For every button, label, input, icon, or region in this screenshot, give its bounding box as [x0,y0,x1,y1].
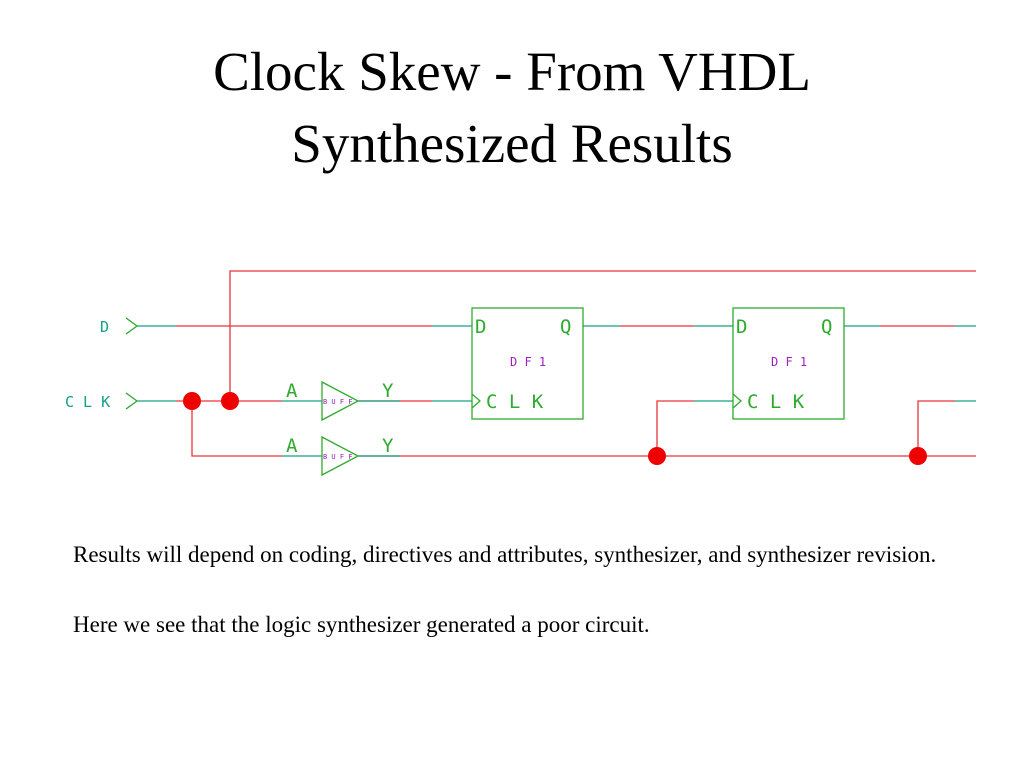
flipflop-1-q-pin: Q [560,316,571,338]
buffer-1: A Y B U F F [282,380,400,422]
slide-title-line-2: Synthesized Results [291,113,733,174]
flipflop-2: D Q D F 1 C L K [732,307,845,420]
junction-dot-clk-top [221,392,239,410]
port-clk-arrow-icon [125,392,139,410]
slide-title: Clock Skew - From VHDL Synthesized Resul… [0,36,1024,180]
buffer-2-label: B U F F [323,453,353,461]
junction-dot-clk-branch [183,392,201,410]
buffer-2-triangle-icon [321,435,360,477]
wire-right-clk-riser [917,400,955,456]
buffer-2-pin-a: A [286,435,298,457]
slide-title-line-1: Clock Skew - From VHDL [213,41,811,102]
flipflop-2-clock-icon [732,393,742,409]
wire-clk-top-net [229,270,976,401]
body-text: Results will depend on coding, directive… [73,538,973,678]
buffer-1-label: B U F F [323,398,353,406]
paragraph-poor-circuit: Here we see that the logic synthesizer g… [73,612,650,637]
flipflop-1: D Q D F 1 C L K [471,307,584,420]
flipflop-2-clk-pin: C L K [747,391,805,413]
junction-dot-right-clk [909,447,927,465]
buffer-1-triangle-icon [321,380,360,422]
flipflop-1-body [471,307,584,420]
flipflop-1-clock-icon [471,393,481,409]
flipflop-1-d-pin: D [475,316,486,338]
flipflop-2-d-pin: D [736,316,747,338]
input-port-d: D [100,317,139,336]
pin-stubs [137,325,976,402]
buffer-2-pin-y: Y [382,435,394,457]
buffer-2: A Y B U F F [282,435,400,477]
flipflop-2-body [732,307,845,420]
paragraph-results: Results will depend on coding, directive… [73,542,937,567]
buffer-1-pin-y: Y [382,380,394,402]
wire-clk-branch [191,401,282,457]
flipflop-1-label: D F 1 [510,355,546,369]
flipflop-2-q-pin: Q [821,316,832,338]
junction-dot-ff2-clk [648,447,666,465]
port-d-arrow-icon [125,317,139,335]
flipflop-2-label: D F 1 [771,355,807,369]
flipflop-1-clk-pin: C L K [486,391,544,413]
port-d-label: D [100,318,109,336]
wire-ff2-clk-riser [656,400,694,456]
junctions [183,392,927,465]
port-clk-label: C L K [65,393,110,411]
buffer-1-pin-a: A [286,380,298,402]
input-port-clk: C L K [65,392,139,411]
wires [176,270,976,457]
